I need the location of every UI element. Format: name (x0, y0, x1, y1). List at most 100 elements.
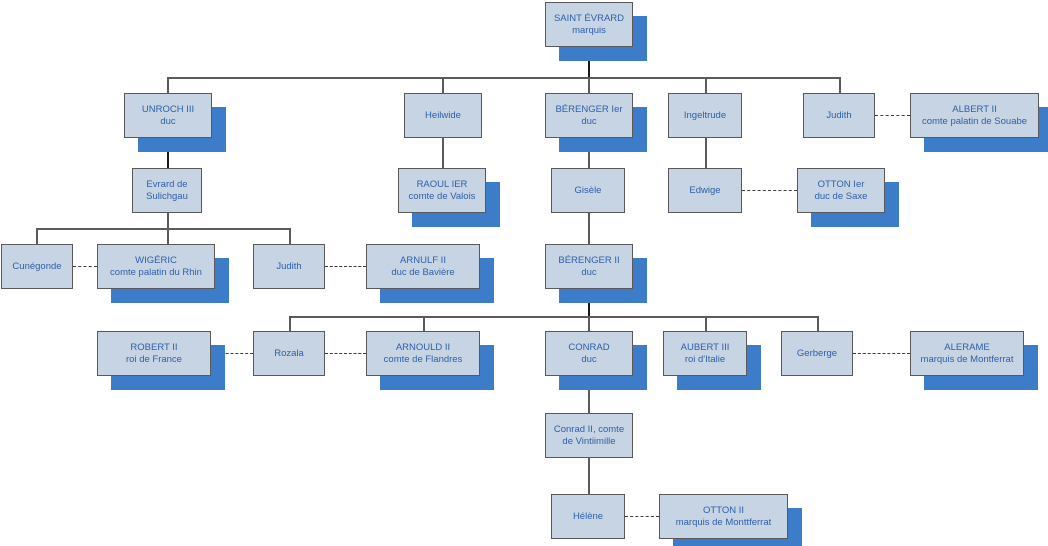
node-line2-albert_ii: comte palatin de Souabe (921, 115, 1028, 127)
node-line2-alerame: marquis de Montferrat (920, 353, 1014, 365)
connector-berenger2-stem (588, 289, 591, 317)
node-line2-berenger_ier: duc (581, 115, 597, 127)
node-line1-helene: Hélène (572, 510, 604, 522)
connector-to-ingeltrude (705, 77, 707, 94)
node-line1-judith_mid: Judith (276, 260, 302, 272)
node-edwige[interactable]: Edwige (668, 168, 742, 213)
node-line1-alerame: ALERAME (944, 342, 990, 354)
node-rozala[interactable]: Rozala (253, 331, 325, 376)
node-line2-evrard_sulich: Sulichgau (146, 190, 188, 202)
node-judith_top[interactable]: Judith (803, 93, 875, 138)
connector-to-aubert (705, 316, 707, 332)
node-line2-wigeric: comte palatin du Rhin (110, 266, 202, 278)
node-label-edwige: Edwige (669, 185, 741, 196)
connector-evrard-bus (167, 77, 839, 79)
node-label-gerberge: Gerberge (782, 348, 852, 359)
connector-to-judith-mid (289, 228, 291, 245)
node-line1-cunegonde: Cunégonde (12, 260, 62, 272)
node-line2-saint_evrard: marquis (572, 24, 606, 36)
node-label-ingeltrude: Ingeltrude (669, 110, 741, 121)
connector-to-judith-top (839, 77, 841, 94)
node-line1-unroch_iii: UNROCH III (141, 104, 195, 116)
node-line2-raoul_ier: comte de Valois (408, 190, 476, 202)
marriage-gerberge-alerame (853, 353, 910, 354)
node-line2-conrad: duc (581, 353, 597, 365)
node-line1-robert_ii: ROBERT II (130, 342, 178, 354)
connector-conrad-to-conrad2 (588, 376, 590, 414)
marriage-helene-otton2 (625, 516, 659, 517)
node-cunegonde[interactable]: Cunégonde (1, 244, 73, 289)
node-line1-gerberge: Gerberge (796, 347, 838, 359)
connector-conrad2-to-helene (588, 458, 590, 495)
node-line2-otton_ier: duc de Saxe (814, 190, 868, 202)
marriage-edwige-otton1 (742, 190, 797, 191)
node-label-helene: Hélène (552, 511, 624, 522)
node-line1-conrad_ii: Conrad II, comte (553, 424, 625, 436)
node-line1-arnulf_ii: ARNULF II (400, 255, 446, 267)
connector-to-wigeric (167, 228, 169, 245)
node-judith_mid[interactable]: Judith (253, 244, 325, 289)
connector-heilwide-to-raoul (442, 138, 444, 169)
node-heilwide[interactable]: Heilwide (404, 93, 482, 138)
connector-to-conrad (588, 316, 590, 332)
connector-to-gerberge (817, 316, 819, 332)
node-gerberge[interactable]: Gerberge (781, 331, 853, 376)
node-line2-aubert_iii: roi d'Italie (684, 353, 726, 365)
connector-to-unroch (167, 77, 169, 94)
marriage-cunegonde-wigeric (73, 266, 97, 267)
node-line1-arnould_ii: ARNOULD II (395, 342, 451, 354)
connector-to-berenger1 (588, 77, 590, 94)
node-line1-otton_ier: OTTON Ier (817, 179, 865, 191)
node-line2-conrad_ii: de Vintiimille (562, 435, 616, 447)
node-line2-unroch_iii: duc (160, 115, 176, 127)
node-line2-arnulf_ii: duc de Bavière (391, 266, 455, 278)
node-line1-conrad: CONRAD (568, 342, 610, 354)
node-line1-gisele: Gisèle (574, 184, 602, 196)
node-line1-evrard_sulich: Evrard de (146, 179, 188, 191)
node-helene[interactable]: Hélène (551, 494, 625, 539)
node-ingeltrude[interactable]: Ingeltrude (668, 93, 742, 138)
node-line1-otton_ii: OTTON II (703, 505, 744, 517)
connector-unroch-to-evrard (167, 138, 170, 169)
node-line2-arnould_ii: comte de Flandres (383, 353, 463, 365)
node-label-gisele: Gisèle (552, 185, 624, 196)
node-line2-berenger_ii: duc (581, 266, 597, 278)
node-line1-berenger_ier: BÉRENGER Ier (555, 104, 623, 116)
node-line2-otton_ii: marquis de Monttferrat (675, 516, 772, 528)
marriage-robert-rozala (211, 353, 253, 354)
node-gisele[interactable]: Gisèle (551, 168, 625, 213)
node-line1-saint_evrard: SAINT ÉVRARD (553, 13, 625, 25)
node-line1-judith_top: Judith (826, 109, 852, 121)
connector-ingeltrude-to-edwige (705, 138, 707, 169)
